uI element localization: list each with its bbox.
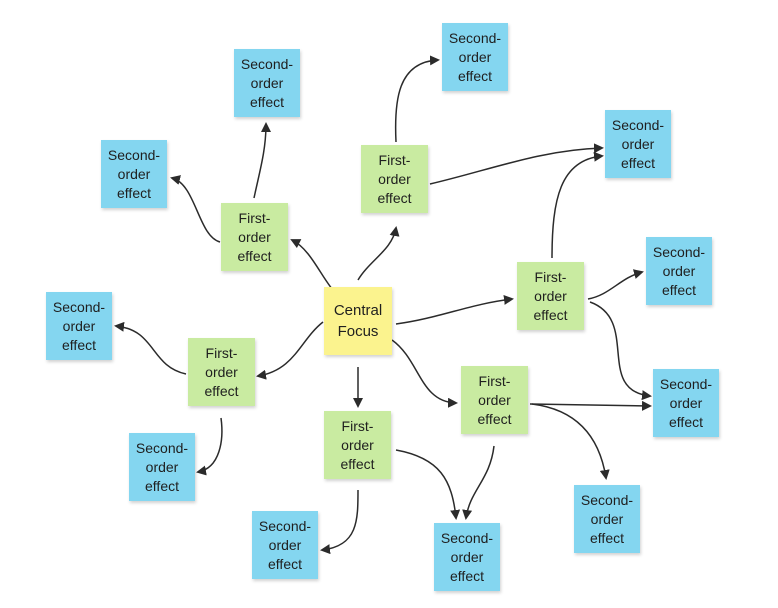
connector-bottom-to-bottom — [395, 449, 461, 520]
first-order-note-right[interactable]: First- order effect — [517, 262, 584, 330]
connector-bottom-to-left — [320, 489, 359, 555]
connector-upper-left-to-left — [170, 175, 221, 243]
second-order-label: Second- order effect — [448, 29, 502, 84]
connector-central-to-right — [395, 294, 514, 325]
second-order-label: Second- order effect — [258, 517, 312, 572]
first-order-label: First- order effect — [204, 344, 239, 399]
second-order-label: Second- order effect — [440, 529, 494, 584]
connector-lower-right-to-bottom — [462, 445, 495, 520]
connector-central-to-top — [357, 226, 400, 281]
second-order-note-left[interactable]: Second- order effect — [46, 292, 112, 360]
second-order-note-lower-right[interactable]: Second- order effect — [653, 369, 719, 437]
connector-upper-left-to-top — [253, 122, 271, 199]
second-order-note-upper-left[interactable]: Second- order effect — [101, 140, 167, 208]
second-order-note-bottom-right[interactable]: Second- order effect — [574, 485, 640, 553]
connector-central-to-left — [256, 321, 324, 380]
second-order-note-top-center[interactable]: Second- order effect — [442, 23, 508, 91]
connector-top-to-top — [394, 55, 440, 143]
second-order-note-lower-left[interactable]: Second- order effect — [129, 433, 195, 501]
connector-lower-right-to-right — [529, 400, 652, 411]
second-order-note-top-left[interactable]: Second- order effect — [234, 49, 300, 117]
first-order-label: First- order effect — [377, 151, 412, 206]
connector-right-to-lower — [589, 301, 652, 401]
second-order-label: Second- order effect — [652, 243, 706, 298]
connector-right-to-top — [551, 151, 604, 259]
second-order-label: Second- order effect — [240, 55, 294, 110]
central-focus-label: Central Focus — [333, 302, 383, 340]
first-order-note-top[interactable]: First- order effect — [361, 145, 428, 213]
second-order-note-bottom-left[interactable]: Second- order effect — [252, 511, 318, 579]
first-order-note-upper-left[interactable]: First- order effect — [221, 203, 288, 271]
connector-lower-right-to-lower — [531, 403, 610, 480]
connector-left-to-lower — [196, 417, 223, 476]
second-order-note-upper-right[interactable]: Second- order effect — [605, 110, 671, 178]
connector-central-to-lower-right — [391, 339, 458, 408]
connector-top-to-right — [429, 143, 604, 185]
second-order-note-bottom-center[interactable]: Second- order effect — [434, 523, 500, 591]
second-order-label: Second- order effect — [659, 375, 713, 430]
first-order-label: First- order effect — [533, 268, 568, 323]
first-order-note-left[interactable]: First- order effect — [188, 338, 255, 406]
second-order-label: Second- order effect — [611, 116, 665, 171]
connector-right-to-right — [587, 269, 644, 300]
second-order-note-right[interactable]: Second- order effect — [646, 237, 712, 305]
second-order-label: Second- order effect — [107, 146, 161, 201]
first-order-note-lower-right[interactable]: First- order effect — [461, 366, 528, 434]
first-order-label: First- order effect — [340, 417, 375, 472]
second-order-label: Second- order effect — [135, 439, 189, 494]
first-order-note-bottom[interactable]: First- order effect — [324, 411, 391, 479]
second-order-label: Second- order effect — [580, 491, 634, 546]
first-order-label: First- order effect — [477, 372, 512, 427]
connector-left-to-left — [114, 321, 187, 375]
second-order-label: Second- order effect — [52, 298, 106, 353]
first-order-label: First- order effect — [237, 209, 272, 264]
central-focus-note[interactable]: Central Focus — [324, 287, 392, 355]
